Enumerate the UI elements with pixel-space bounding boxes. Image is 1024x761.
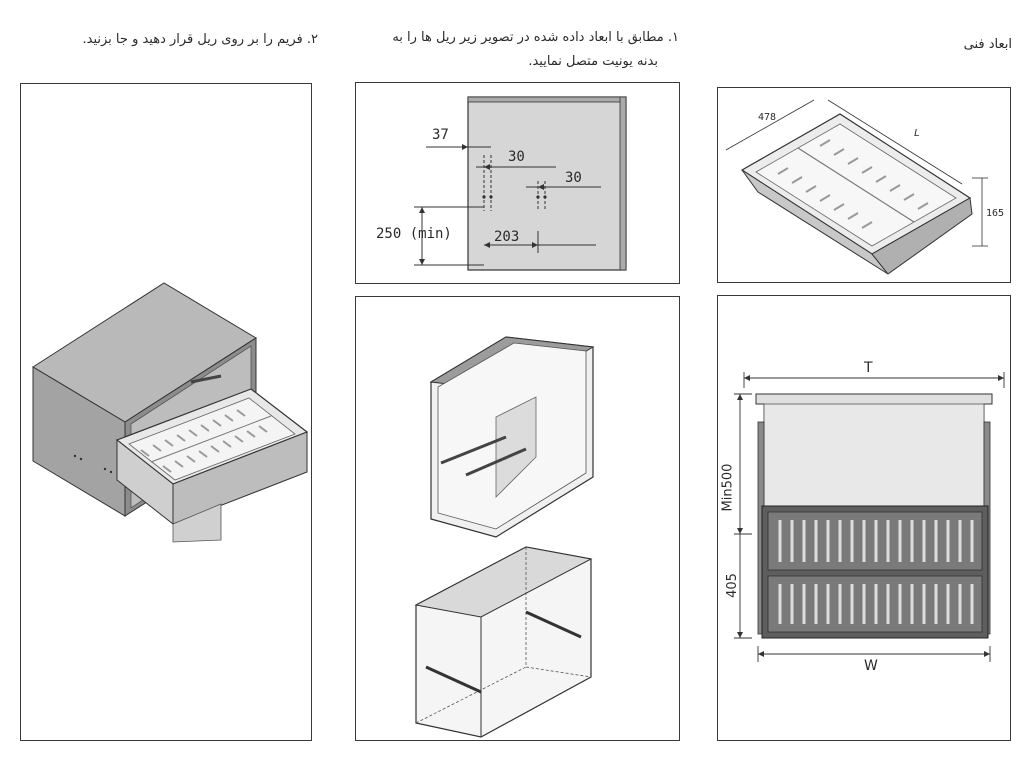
panel-top-view: T Min500 405 W [717,295,1011,741]
cabinet-with-basket-illustration [32,282,309,543]
dim-offset-37: 37 [432,127,449,143]
rail-install-illustration [414,336,595,738]
dim-bottom-width-w: W [864,658,878,674]
panel-rail-install [355,296,680,741]
dim-gap-30-b: 30 [565,170,582,186]
dim-depth-min500: Min500 [720,463,736,512]
dim-spacing-203: 203 [494,229,520,245]
basket-perspective-drawing [725,99,988,275]
basket-width-478: 478 [758,112,777,123]
rail-dimension-drawing [414,96,627,271]
tech-dims-heading: ابعاد فنی [963,37,1012,52]
basket-length-l: L [914,128,921,139]
step2-instruction: ۲. فریم را بر روی ریل قرار دهید و جا بزن… [82,32,318,47]
dim-top-width-t: T [864,360,873,376]
step1-instruction-line2: بدنه یونیت متصل نمایید. [528,54,658,69]
dim-depth-405: 405 [724,573,740,598]
basket-height-165: 165 [986,208,1005,219]
dim-gap-30-a: 30 [508,149,525,165]
panel-basket-dims: 478 L 165 [717,87,1011,283]
top-view-drawing [734,372,1005,662]
step1-instruction-line1: ۱. مطابق با ابعاد داده شده در تصویر زیر … [392,30,679,45]
dim-height-250-min: 250 (min) [376,226,452,242]
panel-step2-install [20,83,312,741]
panel-rail-dimensions: 37 30 30 250 (min) 203 [355,82,680,284]
